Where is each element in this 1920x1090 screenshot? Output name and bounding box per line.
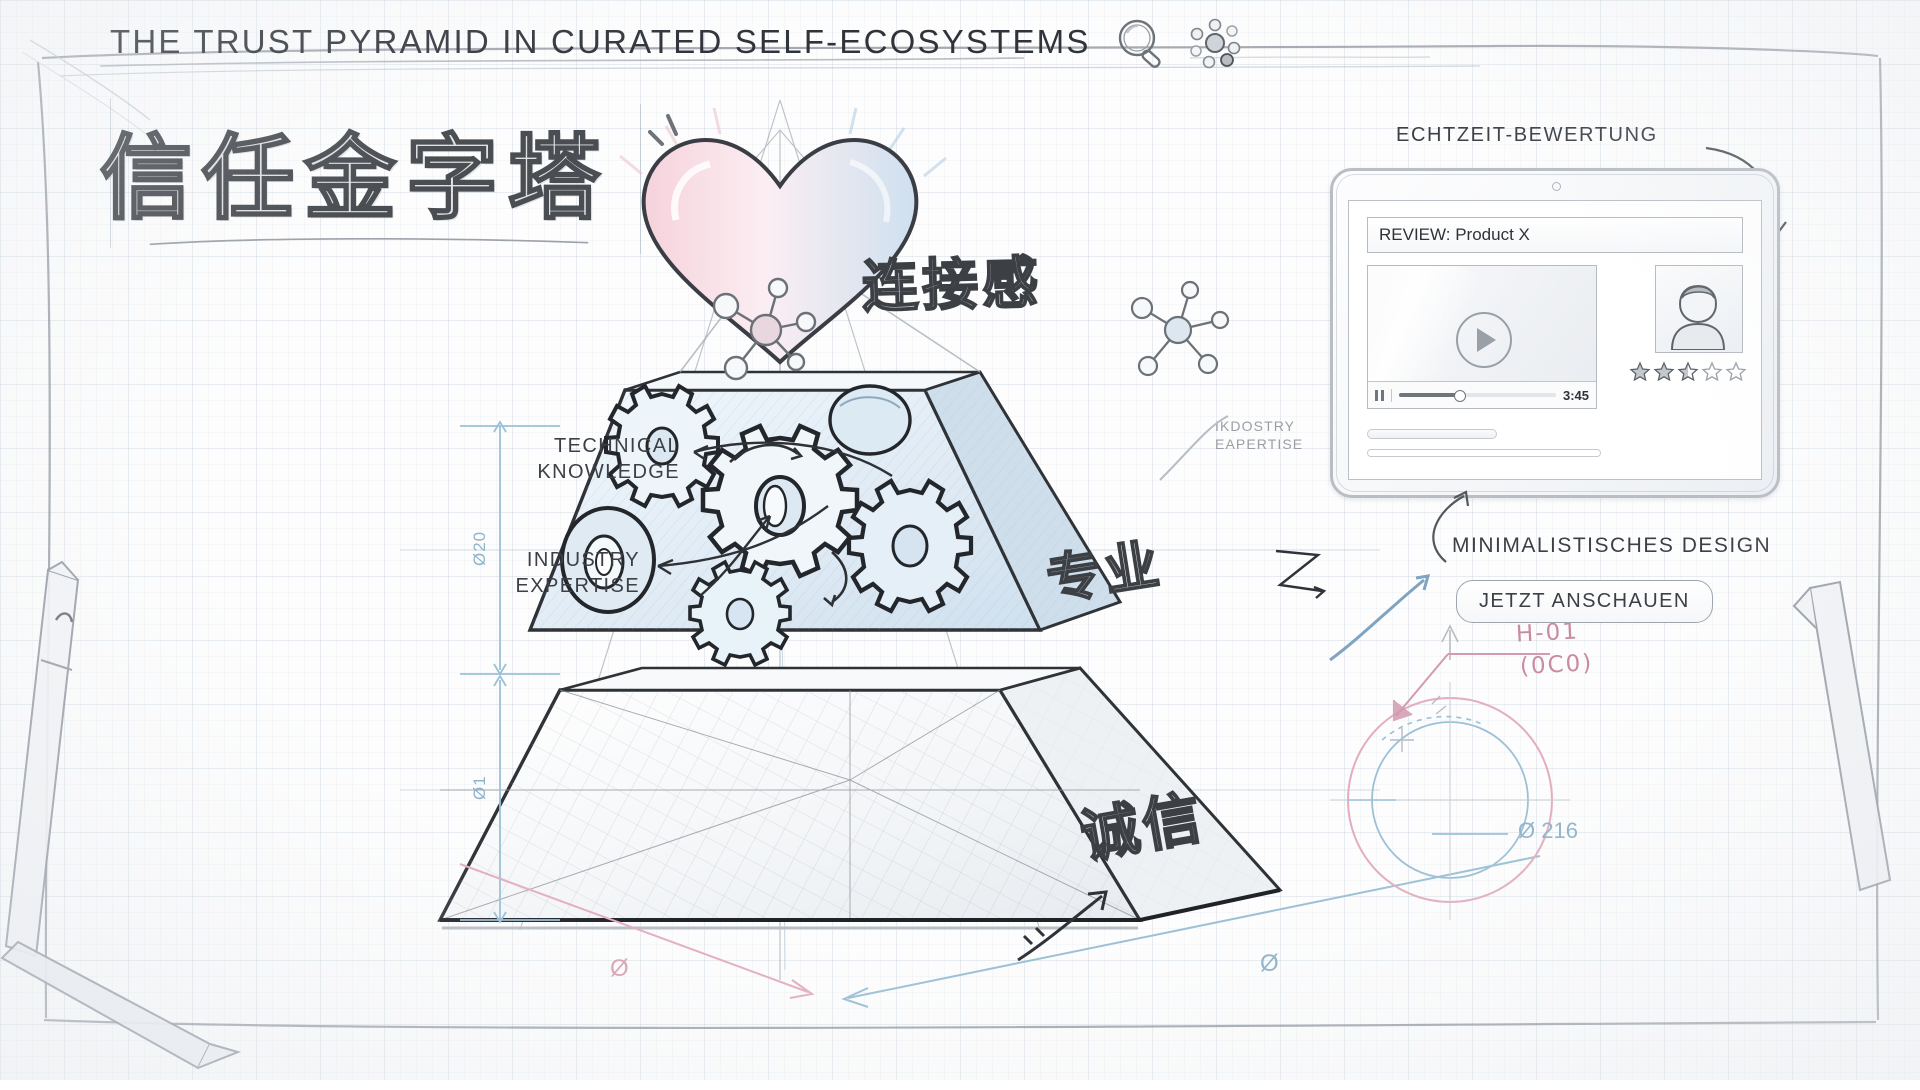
headline-cjk: 信任金字塔: [99, 124, 611, 233]
dimension-vertical-lower: Ø1: [470, 775, 489, 800]
annotation-line-1: TECHNICAL: [554, 435, 680, 457]
video-controls: 3:45: [1368, 381, 1596, 408]
person-icon: [1670, 284, 1726, 351]
annotation-technical-knowledge: TECHNICAL KNOWLEDGE: [520, 434, 680, 485]
star-icon-filled: [1629, 361, 1651, 382]
molecule-network-icon-right: [1130, 280, 1230, 377]
ghost-leader-line: [1159, 415, 1229, 481]
page-title: THE TRUST PYRAMID IN CURATED SELF-ECOSYS…: [110, 23, 1091, 60]
cluster-dots-icon: [1189, 18, 1240, 69]
tier-label-apex: 连接感: [860, 250, 1044, 322]
tablet-caption: MINIMALISTISCHES DESIGN: [1452, 534, 1772, 557]
tablet-device: REVIEW: Product X 3:45: [1330, 168, 1780, 498]
pyramid-tier-apex: [619, 107, 981, 373]
star-icon-empty: [1701, 361, 1723, 382]
headline-guide-right: [640, 104, 641, 254]
annotation-line-1: INDUSTRY: [526, 549, 640, 571]
header: THE TRUST PYRAMID IN CURATED SELF-ECOSYS…: [110, 14, 1245, 70]
video-timestamp: 3:45: [1562, 387, 1589, 403]
avatar: [1655, 265, 1743, 353]
headline-guide-left: [110, 98, 111, 248]
growth-arrow-icon: [1017, 890, 1108, 962]
callout-sub: (0C0): [1519, 650, 1594, 680]
ghost-line-1: IKDOSTRY: [1215, 418, 1296, 434]
video-player[interactable]: 3:45: [1367, 265, 1597, 409]
play-icon[interactable]: [1456, 312, 1512, 368]
annotation-leader-arrows: [657, 441, 893, 597]
annotation-line-2: EXPERTISE: [515, 574, 640, 597]
tablet-screen: REVIEW: Product X 3:45: [1348, 200, 1762, 480]
text-placeholder-bar-2: [1367, 449, 1601, 457]
star-icon-half: [1677, 361, 1699, 382]
camera-icon: [1551, 182, 1561, 191]
star-icon-empty: [1725, 361, 1747, 382]
circle-detail-callout: [1330, 624, 1570, 920]
base-dimension-arrows: [459, 855, 1541, 1008]
diameter-leader: [1432, 833, 1508, 835]
header-icon-group: [1113, 16, 1245, 70]
tablet-callout-label: ECHTZEIT-BEWERTUNG: [1396, 124, 1658, 146]
molecule-network-icon-left: [712, 277, 817, 381]
pyramid-tier-base: [437, 666, 1283, 930]
cta-button[interactable]: JETZT ANSCHAUEN: [1456, 580, 1713, 623]
text-placeholder-bar-1: [1367, 429, 1497, 439]
seek-handle[interactable]: [1453, 390, 1466, 402]
dimension-vertical-upper: Ø20: [470, 530, 489, 566]
annotation-industry-expertise: INDUSTRY EXPERTISE: [500, 548, 640, 599]
star-rating[interactable]: [1629, 361, 1747, 383]
tick-marks: [1390, 695, 1447, 752]
trust-pyramid-graphic: [400, 99, 1380, 980]
annotation-ghost-duplicate: IKDOSTRY EAPERTISE: [1215, 418, 1303, 453]
review-title-field[interactable]: REVIEW: Product X: [1367, 217, 1743, 253]
seek-bar[interactable]: [1399, 390, 1556, 402]
seek-fill: [1399, 393, 1459, 397]
ghost-line-2: EAPERTISE: [1215, 435, 1304, 452]
vertical-dimension-lines: [460, 420, 560, 924]
dimension-base-right: Ø: [1260, 950, 1279, 977]
pause-icon[interactable]: [1375, 389, 1384, 401]
upward-curve-arrow: [1329, 574, 1431, 662]
flow-arrows-right: [1275, 549, 1327, 599]
star-icon-filled: [1653, 361, 1675, 382]
review-title-text: REVIEW: Product X: [1379, 225, 1530, 244]
dimension-base-left: Ø: [610, 955, 629, 982]
annotation-line-2: KNOWLEDGE: [537, 460, 680, 483]
magnifier-icon: [1118, 19, 1161, 68]
dimension-circle-diameter: Ø 216: [1518, 818, 1578, 843]
gear-cluster: [560, 383, 974, 668]
pyramid-tier-middle: [527, 370, 1123, 668]
tablet-bottom-arrow: [1432, 490, 1470, 563]
control-divider: [1391, 388, 1392, 402]
